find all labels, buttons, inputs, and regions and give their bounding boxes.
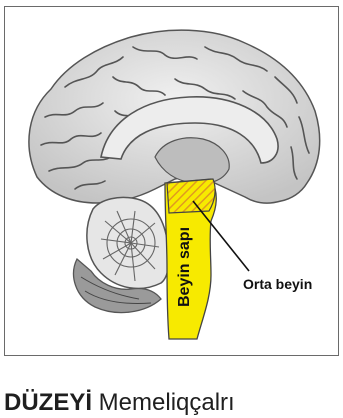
brainstem-label: Beyin sapı bbox=[176, 227, 193, 307]
midbrain-region bbox=[167, 179, 215, 213]
caption-bold: DÜZEYİ bbox=[4, 389, 92, 416]
cerebellum bbox=[74, 197, 169, 312]
caption-rest: Memeliqçalrı bbox=[92, 389, 235, 416]
caption-text: DÜZEYİ Memeliqçalrı bbox=[4, 388, 235, 418]
brain-diagram: Beyin sapı Orta beyin bbox=[5, 7, 339, 356]
midbrain-label: Orta beyin bbox=[243, 276, 312, 292]
diagram-frame: Beyin sapı Orta beyin bbox=[4, 6, 339, 356]
